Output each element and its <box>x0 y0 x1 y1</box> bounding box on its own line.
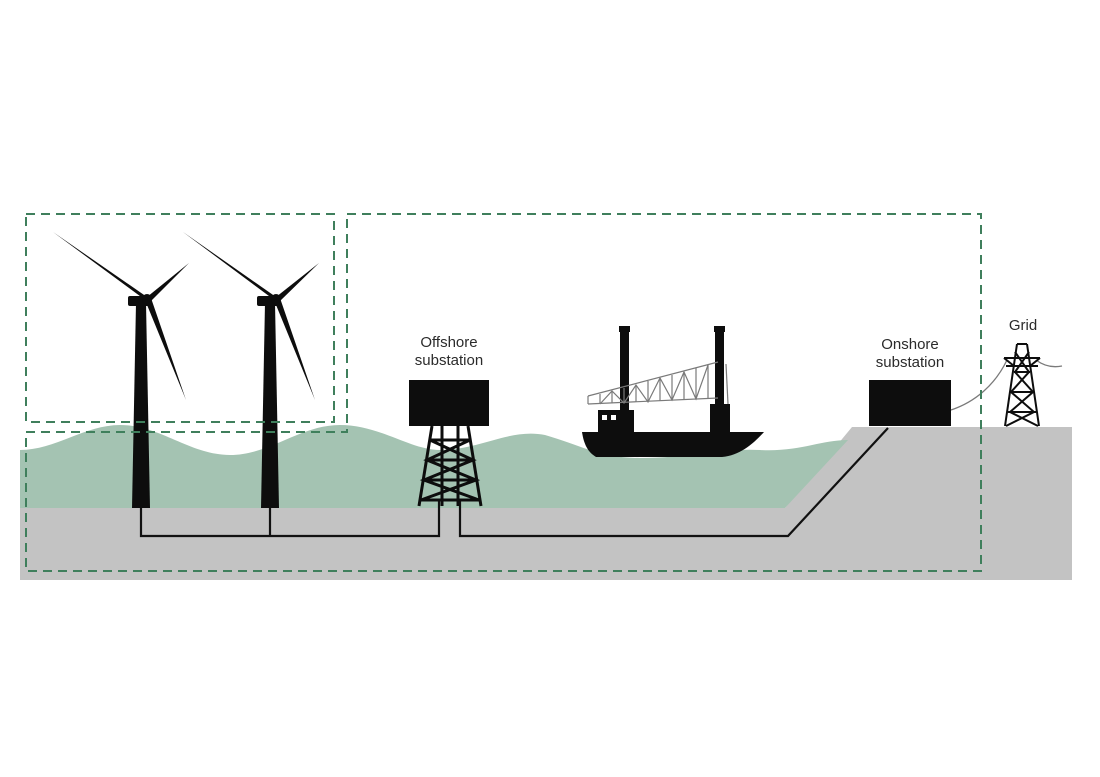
transmission-tower-icon <box>1003 343 1041 427</box>
offshore-substation-label-line2: substation <box>414 352 484 369</box>
wind-turbine-icon <box>53 232 189 508</box>
onshore-substation-icon <box>869 380 951 426</box>
offshore-substation-label: Offshore substation <box>398 334 500 370</box>
sea <box>20 425 848 508</box>
installation-vessel-icon <box>582 326 764 457</box>
subsea-cable <box>139 427 889 538</box>
offshore-substation-label-line1: Offshore <box>420 334 478 351</box>
turbine-zone-boundary <box>25 213 335 423</box>
seabed-land <box>20 427 1072 580</box>
offshore-substation-icon <box>409 380 489 507</box>
dashed-boundary <box>25 213 982 572</box>
onshore-substation-label: Onshore substation <box>860 336 960 372</box>
onshore-substation-label-line1: Onshore <box>881 336 939 353</box>
offshore-zone-boundary <box>25 213 982 572</box>
grid-label: Grid <box>1008 317 1038 334</box>
onshore-substation-label-line2: substation <box>875 354 945 371</box>
power-line <box>1035 359 1063 368</box>
power-line <box>950 359 1008 411</box>
wind-turbine-icon <box>183 232 319 508</box>
